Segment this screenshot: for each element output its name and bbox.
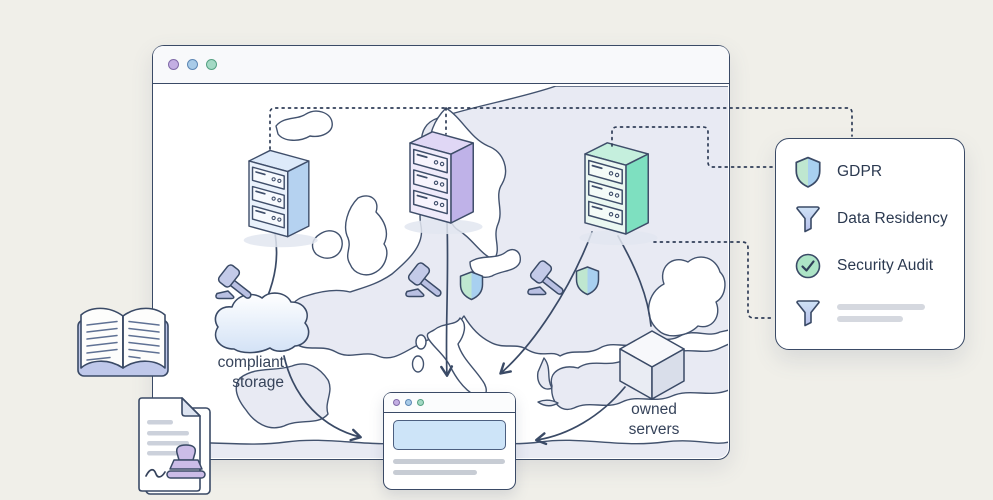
highlighted-content-block xyxy=(393,420,506,450)
legend-row-data-residency: Data Residency xyxy=(793,204,964,234)
stamped-document-icon xyxy=(138,397,211,495)
traffic-light-purple-icon xyxy=(393,399,400,406)
placeholder-line xyxy=(837,316,903,322)
placeholder-text-lines xyxy=(837,304,925,322)
placeholder-line xyxy=(837,304,925,310)
shield-icon xyxy=(795,156,821,188)
mini-browser-titlebar xyxy=(384,393,515,413)
traffic-light-green-icon xyxy=(206,59,217,70)
compliant-storage-label: compliant storage xyxy=(217,354,284,391)
owned-servers-label: owned servers xyxy=(628,401,680,438)
placeholder-line xyxy=(393,459,505,464)
funnel-icon xyxy=(796,206,820,233)
traffic-light-blue-icon xyxy=(405,399,412,406)
funnel-icon xyxy=(796,300,820,327)
legend-label-data-residency: Data Residency xyxy=(837,210,948,227)
check-circle-icon xyxy=(795,253,821,279)
browser-window-titlebar xyxy=(153,46,729,84)
traffic-light-purple-icon xyxy=(168,59,179,70)
compliance-legend-panel: GDPR Data Residency Security Audit xyxy=(775,138,965,350)
placeholder-line xyxy=(393,470,477,475)
legend-label-gdpr: GDPR xyxy=(837,163,883,180)
legend-row-security-audit: Security Audit xyxy=(793,251,964,281)
traffic-light-green-icon xyxy=(417,399,424,406)
traffic-light-blue-icon xyxy=(187,59,198,70)
mini-browser-window xyxy=(383,392,516,490)
legend-row-placeholder xyxy=(793,298,964,328)
legend-row-gdpr: GDPR xyxy=(793,156,964,188)
legend-label-security-audit: Security Audit xyxy=(837,257,934,274)
open-book-icon xyxy=(77,307,169,377)
